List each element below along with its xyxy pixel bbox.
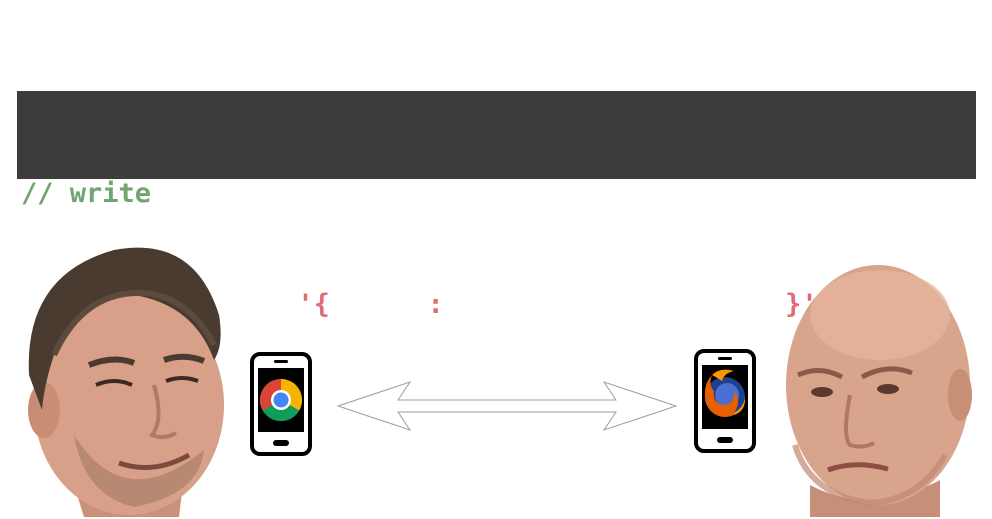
code-value: "Chaos is a ladder.": [459, 289, 786, 320]
double-arrow-connection: [334, 378, 680, 436]
left-phone: [250, 352, 312, 456]
code-key: "chat": [329, 289, 428, 320]
code-snippet: // write datachannel.send('{"chat": "Cha…: [17, 91, 976, 320]
code-line-comment: // write: [21, 175, 976, 212]
code-line-send: datachannel.send('{"chat": "Chaos is a l…: [21, 286, 976, 323]
code-brace-open: {: [313, 289, 330, 320]
left-person-portrait: [14, 235, 234, 517]
firefox-icon: [704, 369, 746, 417]
right-phone: [694, 349, 756, 453]
code-brace-close: }: [785, 289, 802, 320]
code-quote-open: ': [297, 289, 314, 320]
chrome-icon: [259, 379, 303, 422]
right-person-portrait: [770, 255, 974, 517]
code-comment: // write: [21, 178, 152, 209]
code-colon: :: [427, 289, 460, 320]
